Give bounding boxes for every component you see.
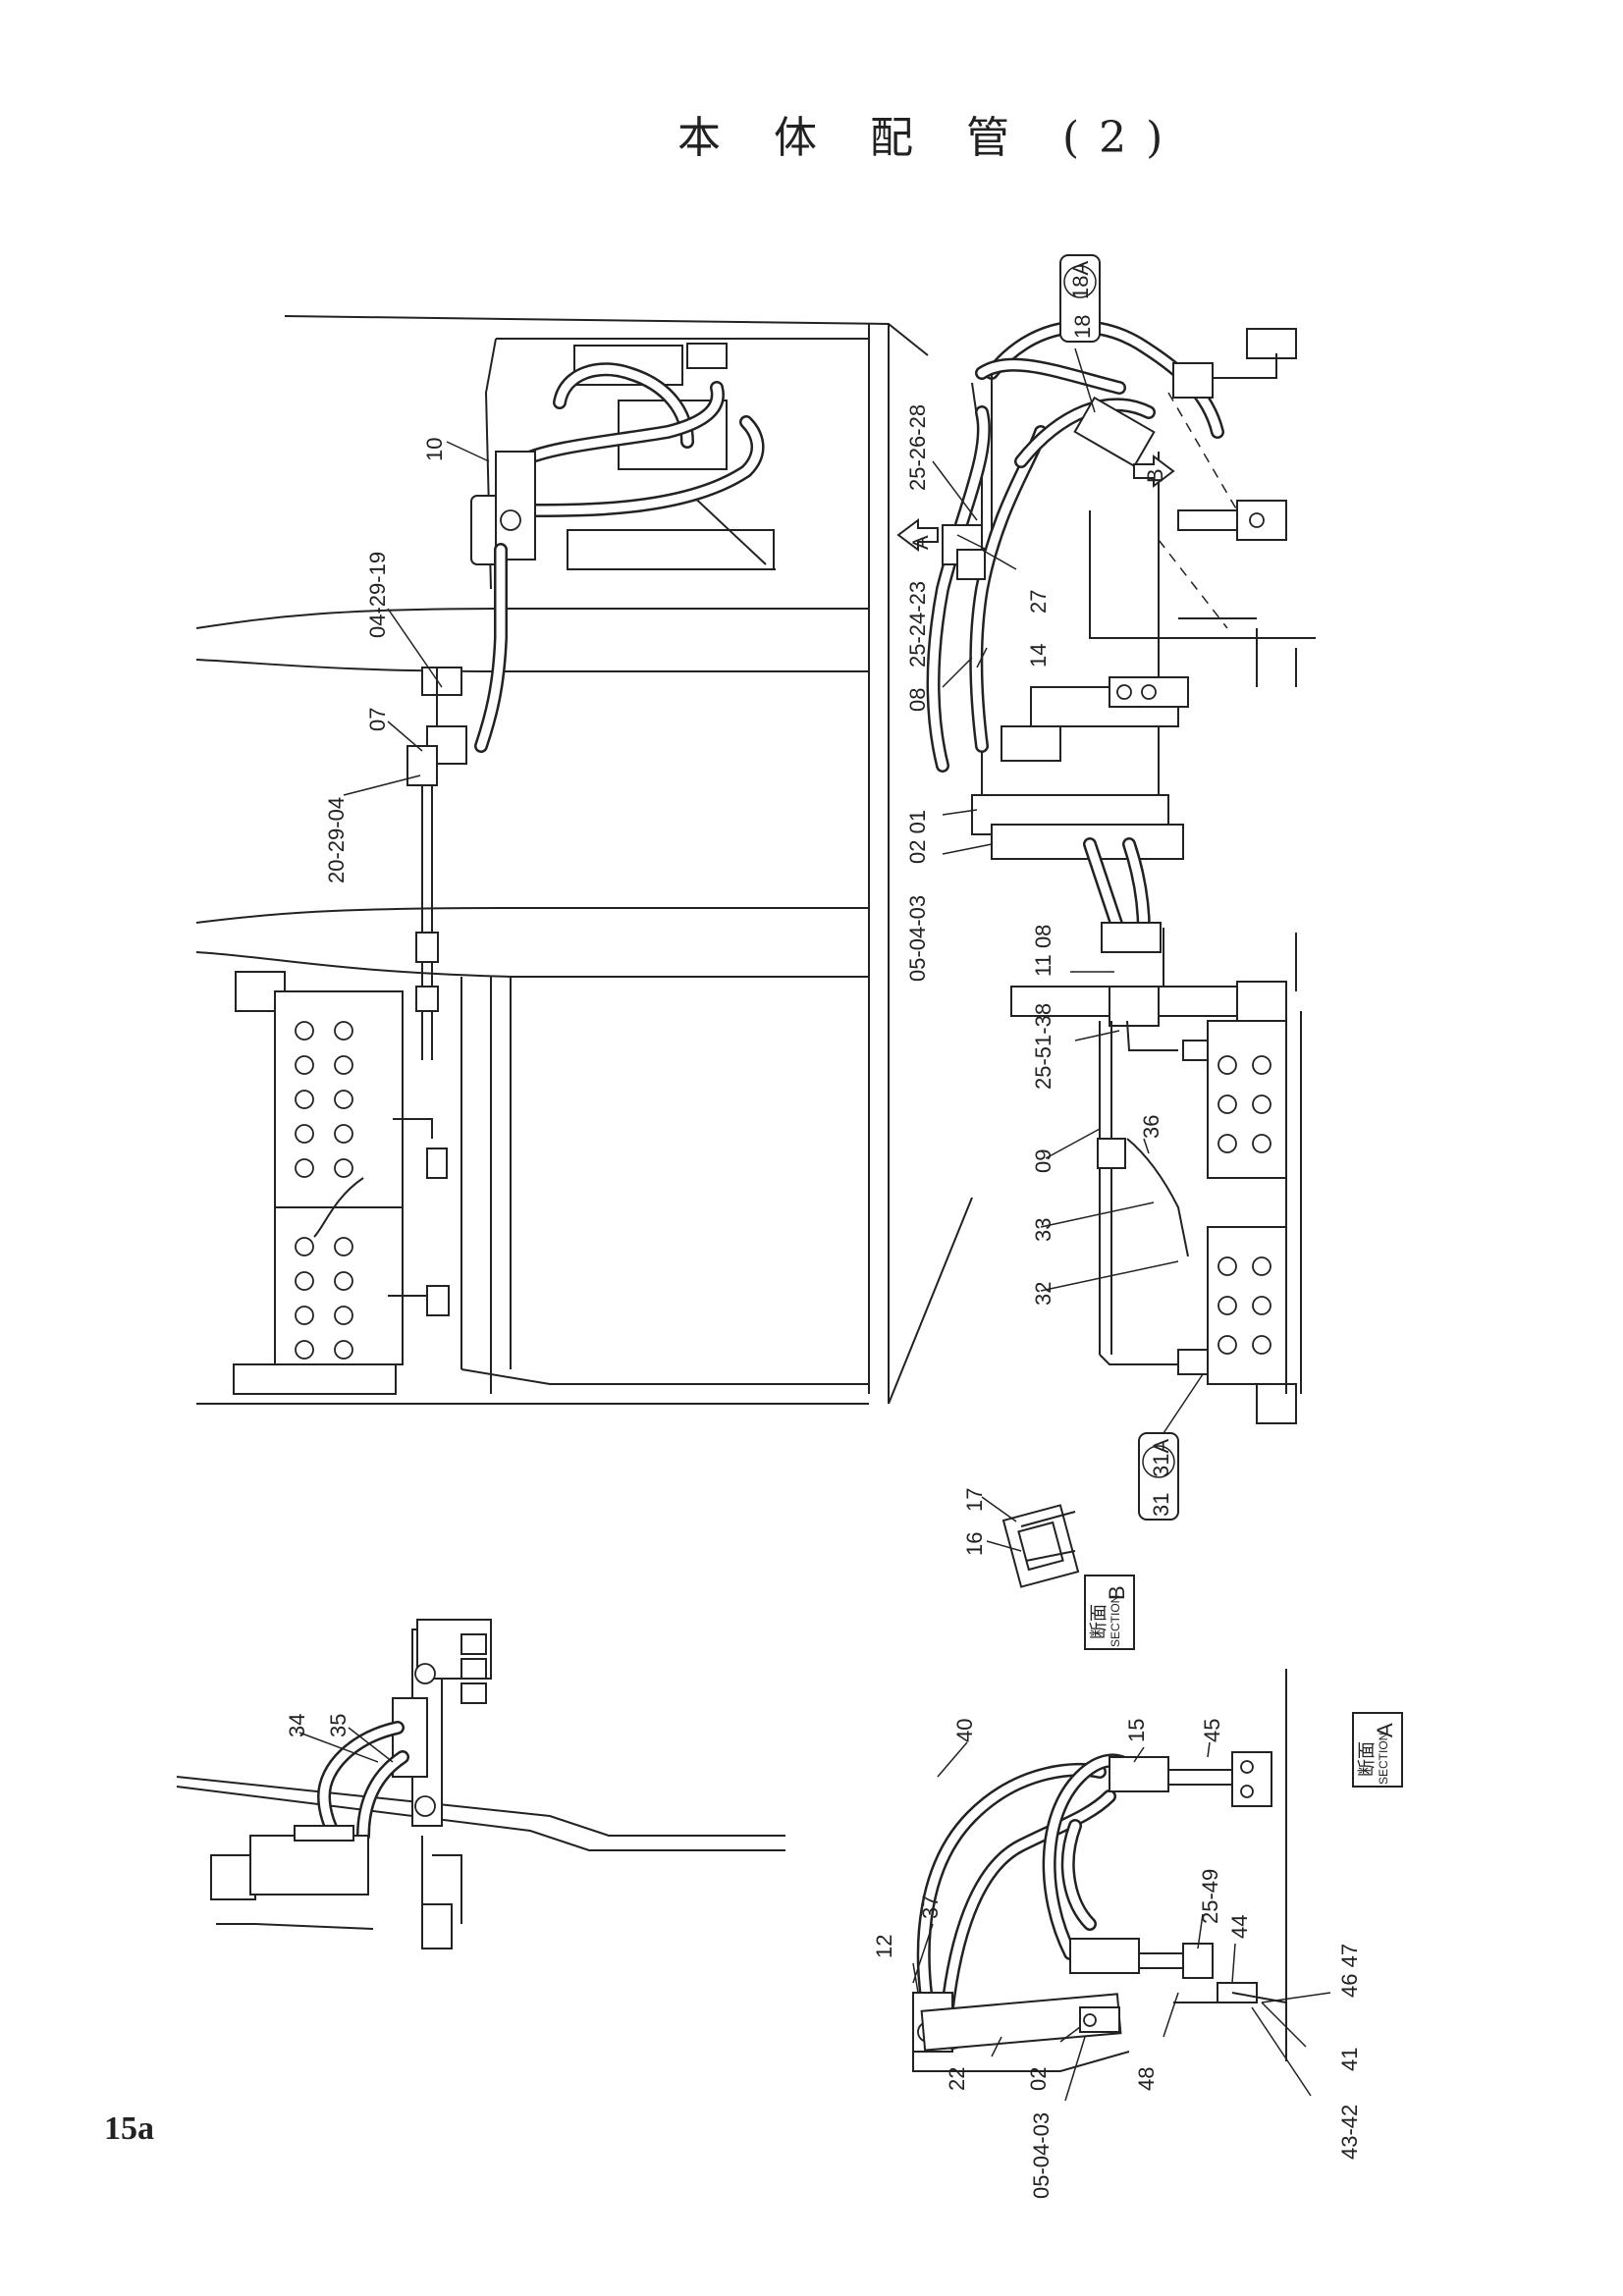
callout-25-26-28: 25-26-28 [905,404,930,491]
callout-22: 22 [945,2067,969,2091]
callout-05-04-03-a: 05-04-03 [905,895,930,982]
callout-35: 35 [326,1714,351,1737]
callout-08-a: 08 [905,688,930,712]
callout-25-24-23: 25-24-23 [905,581,930,667]
callout-02-01: 02 01 [905,810,930,864]
callout-32: 32 [1031,1282,1055,1306]
callout-A: A [908,535,933,550]
tag-31-31a [1138,1432,1179,1521]
callout-20-29-04: 20-29-04 [324,797,349,883]
callout-labels: 10 04-29-19 07 20-29-04 18 18A 25-26-28 … [285,261,1362,2199]
callout-18: 18 [1070,315,1095,339]
callout-41: 41 [1337,2048,1362,2071]
right-bank-ports [1217,1055,1271,1355]
callout-46-47: 46 47 [1337,1944,1362,1998]
callout-31: 31 [1149,1493,1173,1517]
callout-31a: 31A [1149,1439,1173,1477]
section-a-kanji: 断面 [1357,1741,1377,1777]
section-a-letter: A [1373,1723,1397,1737]
callout-44: 44 [1227,1915,1252,1939]
section-b-text: SECTION [1109,1595,1122,1647]
section-a-box [1352,1712,1403,1788]
page-title: 本 体 配 管 (2) [677,113,1183,163]
callout-B: B [1143,468,1167,483]
tag-18-18a [1059,254,1101,343]
section-a-label: 断面 SECTION A [1357,1723,1397,1785]
valve-bank-ports [295,1021,353,1360]
page-number: 15a [104,2110,154,2147]
lower-left-view [176,1619,785,1949]
callout-16: 16 [962,1532,987,1556]
callout-12: 12 [872,1935,896,1958]
callout-40: 40 [952,1719,977,1742]
callout-18a: 18A [1068,261,1093,299]
callout-05-04-03-b: 05-04-03 [1029,2112,1054,2199]
main-frame-view [195,315,973,1405]
callout-25-51-38: 25-51-38 [1031,1003,1055,1090]
callout-10: 10 [422,438,447,461]
right-piping-view [926,320,1316,1424]
section-b-label: 断面 SECTION B [1089,1585,1129,1647]
callout-37: 37 [918,1896,943,1919]
section-b-detail [1001,1504,1080,1588]
leader-lines [298,347,1331,2102]
callout-45: 45 [1200,1719,1224,1742]
callout-33: 33 [1031,1218,1055,1242]
arrow-b [1133,454,1175,488]
callout-07: 07 [365,708,390,731]
callout-25-49: 25-49 [1198,1869,1222,1924]
callout-27: 27 [1026,590,1051,614]
arrow-a [896,518,939,552]
callout-04-29-19: 04-29-19 [365,552,390,638]
section-b-kanji: 断面 [1089,1604,1109,1639]
callout-11-08: 11 08 [1031,925,1055,977]
callout-43-42: 43-42 [1337,2105,1362,2160]
callout-02-b: 02 [1026,2067,1051,2091]
callout-09: 09 [1031,1149,1055,1173]
callout-17: 17 [962,1488,987,1512]
callout-36: 36 [1139,1115,1163,1139]
callout-34: 34 [285,1714,309,1737]
callout-48: 48 [1134,2067,1159,2091]
section-b-box [1084,1575,1135,1650]
callout-14: 14 [1026,644,1051,667]
section-a-text: SECTION [1377,1733,1390,1785]
callout-15: 15 [1124,1719,1149,1742]
section-b-letter: B [1105,1585,1129,1600]
